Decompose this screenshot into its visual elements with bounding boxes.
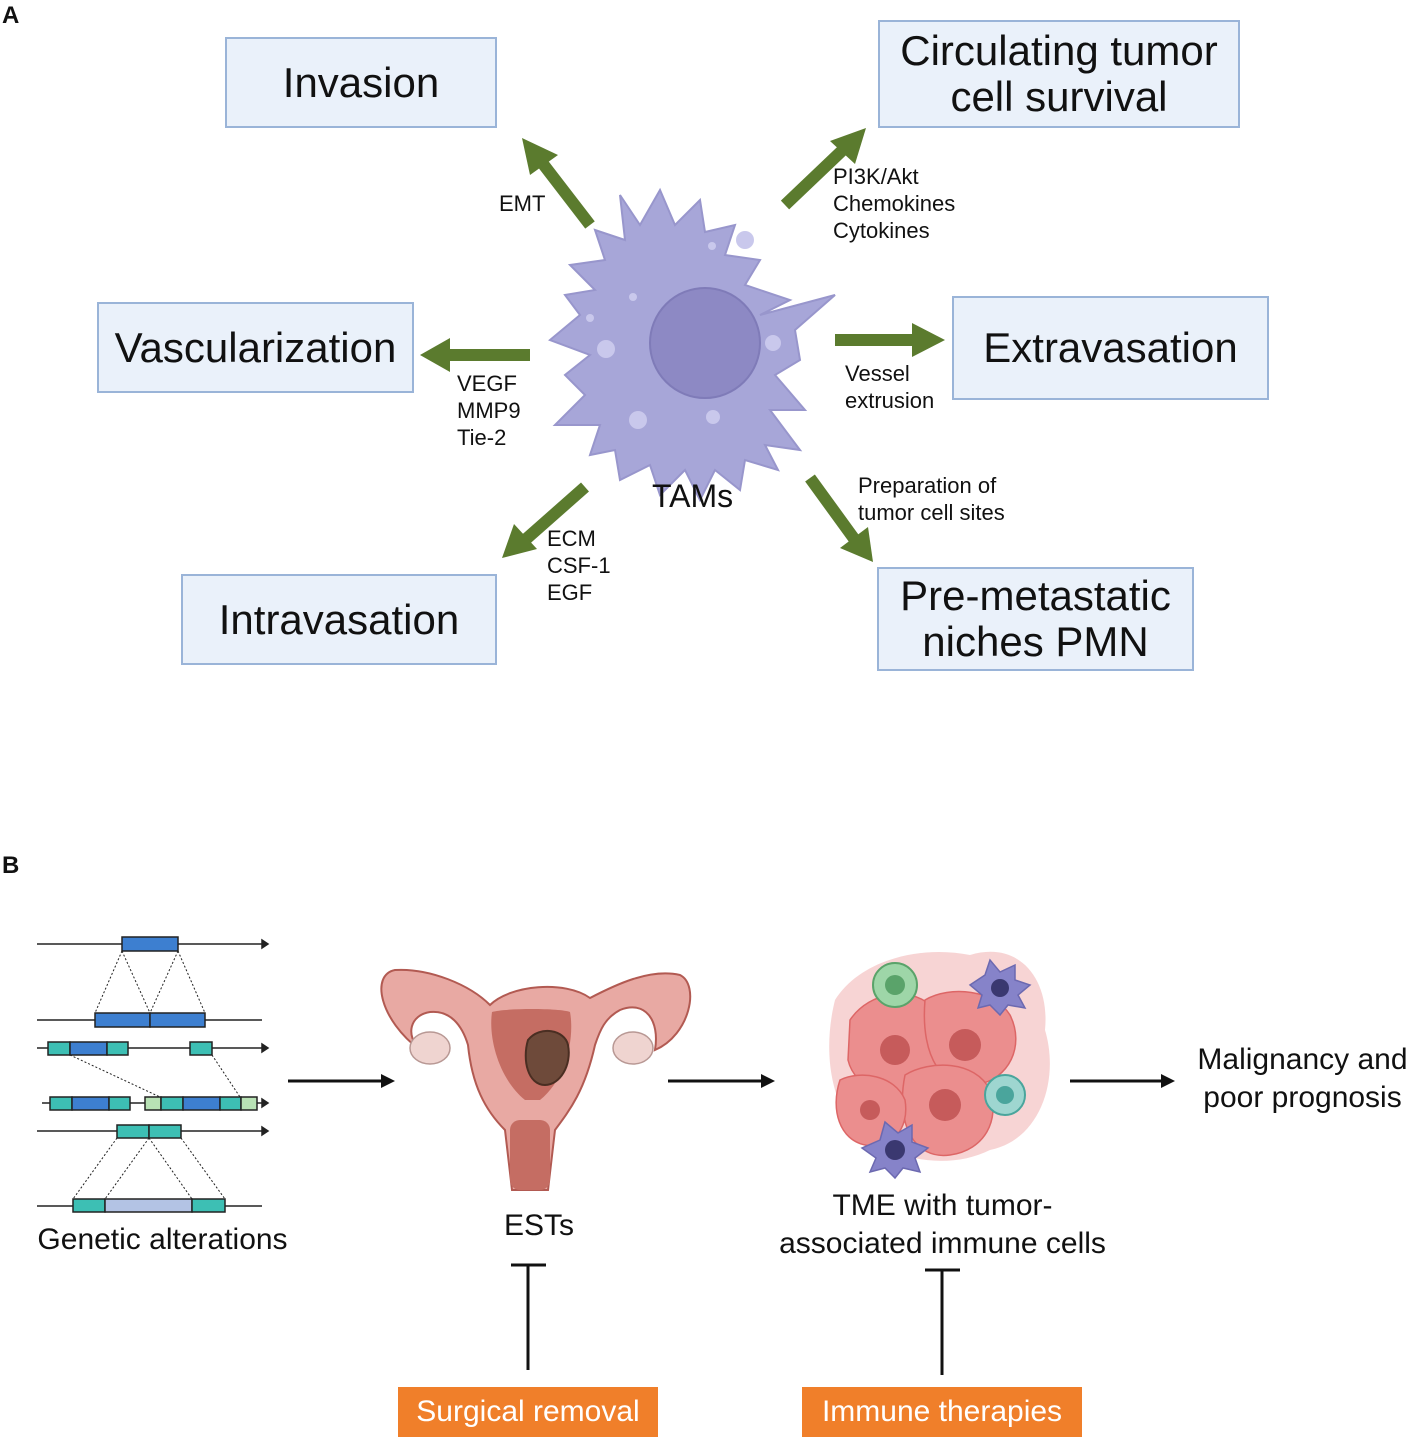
- extravasation-arrow-label: Vessel extrusion: [845, 361, 935, 413]
- uterus-icon: [380, 968, 692, 1191]
- arrow-ctc: [780, 128, 866, 210]
- tme-label: TME with tumor- associated immune cells: [779, 1189, 1106, 1260]
- arrow-pmn: [805, 474, 873, 562]
- intravasation-box: Intravasation: [181, 574, 497, 665]
- vascularization-arrow-label: VEGF MMP9 Tie-2: [457, 371, 521, 450]
- pmn-arrow-label: Preparation of tumor cell sites: [858, 473, 1005, 525]
- extravasation-box: Extravasation: [952, 296, 1269, 400]
- outcome-label: Malignancy and poor prognosis: [1197, 1043, 1408, 1114]
- ctc-survival-box: Circulating tumor cell survival: [878, 20, 1240, 128]
- tams-label: TAMs: [652, 478, 734, 514]
- arrow-extravasation: [835, 323, 945, 357]
- tam-cell-icon: [548, 187, 836, 503]
- immune-inhibition-icon: [925, 1268, 960, 1375]
- vascularization-box: Vascularization: [97, 302, 414, 393]
- gene-alteration-icon: [37, 936, 270, 1213]
- emt-label: EMT: [499, 191, 546, 216]
- flow-arrow-2: [668, 1074, 775, 1088]
- surgical-removal-badge: Surgical removal: [398, 1387, 658, 1437]
- surgery-inhibition-icon: [511, 1263, 546, 1370]
- ests-label: ESTs: [503, 1209, 575, 1242]
- invasion-box: Invasion: [225, 37, 497, 128]
- ctc-arrow-label: PI3K/Akt Chemokines Cytokines: [833, 164, 956, 243]
- arrow-vascularization: [420, 338, 530, 372]
- tme-cells-icon: [829, 951, 1050, 1180]
- intravasation-arrow-label: ECM CSF-1 EGF: [547, 526, 611, 605]
- panel-a-letter: A: [2, 2, 20, 29]
- panel-b-letter: B: [2, 852, 20, 879]
- immune-therapies-badge: Immune therapies: [802, 1387, 1082, 1437]
- flow-arrow-1: [288, 1074, 395, 1088]
- flow-arrow-3: [1070, 1074, 1175, 1088]
- pmn-box: Pre-metastatic niches PMN: [877, 567, 1194, 671]
- genetic-alterations-label: Genetic alterations: [37, 1223, 288, 1256]
- arrow-invasion: [522, 138, 595, 229]
- arrow-intravasation: [502, 482, 589, 558]
